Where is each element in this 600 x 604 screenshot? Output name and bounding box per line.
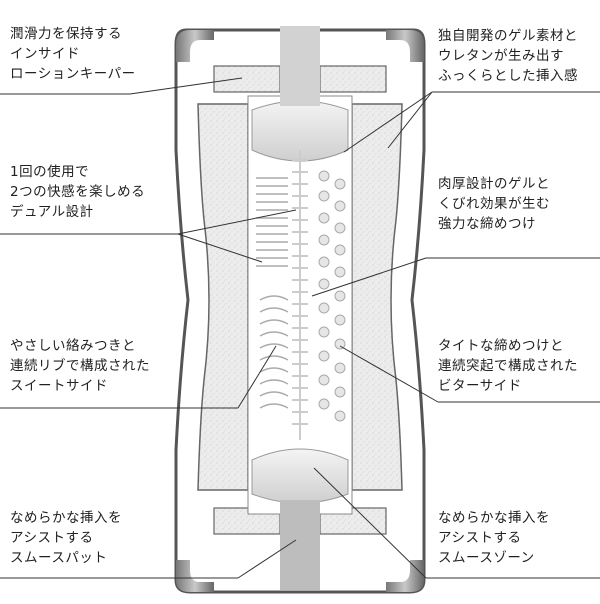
label-smooth-zone: なめらかな挿入をアシストするスムースゾーン	[438, 510, 550, 566]
bottom-cap	[176, 560, 214, 592]
bottom-bulb	[251, 448, 349, 504]
label-smooth-pad: なめらかな挿入をアシストするスムースパット	[10, 510, 122, 566]
label-thick-gel: 肉厚設計のゲルとくびれ効果が生む強力な締めつけ	[438, 176, 550, 232]
smooth-pad	[280, 500, 320, 590]
right-wall	[351, 103, 403, 491]
top-left-band	[213, 65, 281, 93]
sweet-side-ribs	[256, 177, 289, 409]
bitter-side-bumps	[318, 170, 346, 422]
top-cap	[176, 30, 214, 62]
center-column	[292, 150, 308, 440]
leader-lines	[0, 77, 600, 579]
label-sweet-side: やさしい絡みつきと連続リブで構成されたスイートサイド	[10, 338, 150, 394]
label-lotion-keeper: 潤滑力を保持するインサイドローションキーパー	[10, 26, 136, 82]
left-wall	[197, 103, 249, 491]
label-bitter-side: タイトな締めつけと連続突起で構成されたビターサイド	[438, 338, 578, 394]
label-gel-urethane: 独自開発のゲル素材とウレタンが生み出すふっくらとした挿入感	[438, 28, 578, 84]
